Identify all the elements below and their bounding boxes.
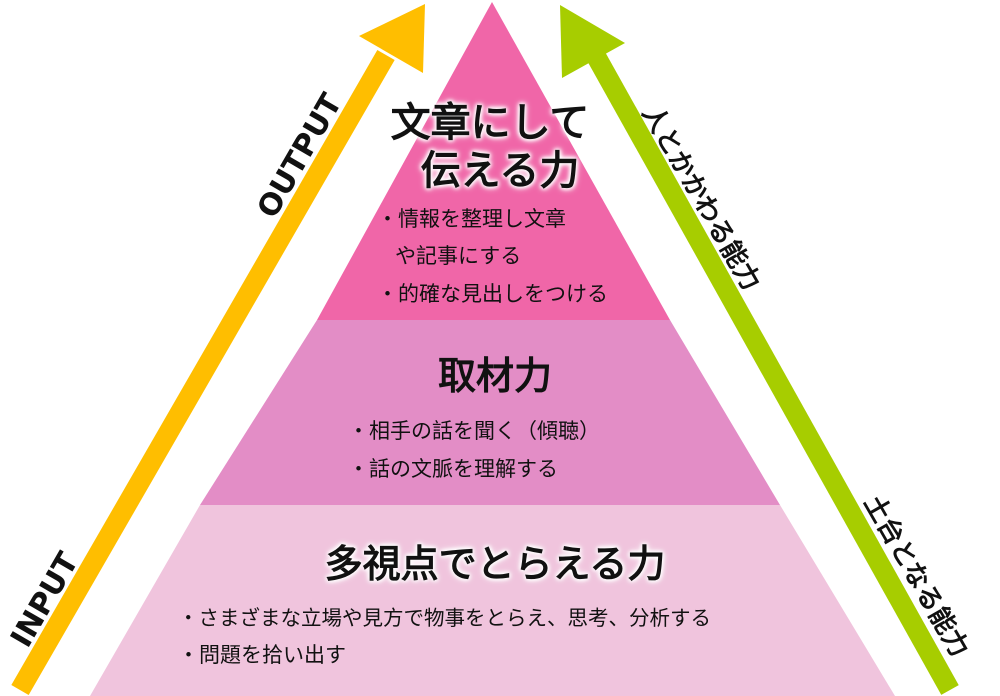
right-arrow: [560, 5, 959, 695]
top-tier-bullet-3: ・的確な見出しをつける: [377, 282, 608, 306]
top-tier-bullet-2: や記事にする: [395, 244, 522, 268]
middle-tier-bullet-2: ・話の文脈を理解する: [348, 457, 558, 481]
left-arrowhead: [359, 4, 425, 73]
middle-tier-title: 取材力: [437, 354, 552, 398]
top-tier-bullet-1: ・情報を整理し文章: [377, 207, 566, 231]
top-tier-title-line1: 文章にして: [390, 100, 590, 146]
middle-tier-bullet-1: ・相手の話を聞く（傾聴）: [348, 419, 600, 443]
pyramid-middle-tier: [200, 320, 780, 505]
pyramid-bottom-tier: [90, 505, 895, 696]
pyramid-top-tier: [317, 2, 670, 320]
left-arrow: [11, 4, 425, 695]
bottom-tier-title: 多視点でとらえる力: [324, 542, 666, 586]
top-tier-title-line2: 伝える力: [420, 148, 580, 194]
right-arrowhead: [560, 5, 625, 78]
bottom-tier-bullet-2: ・問題を拾い出す: [178, 643, 346, 667]
bottom-tier-bullet-1: ・さまざまな立場や見方で物事をとらえ、思考、分析する: [178, 606, 711, 630]
